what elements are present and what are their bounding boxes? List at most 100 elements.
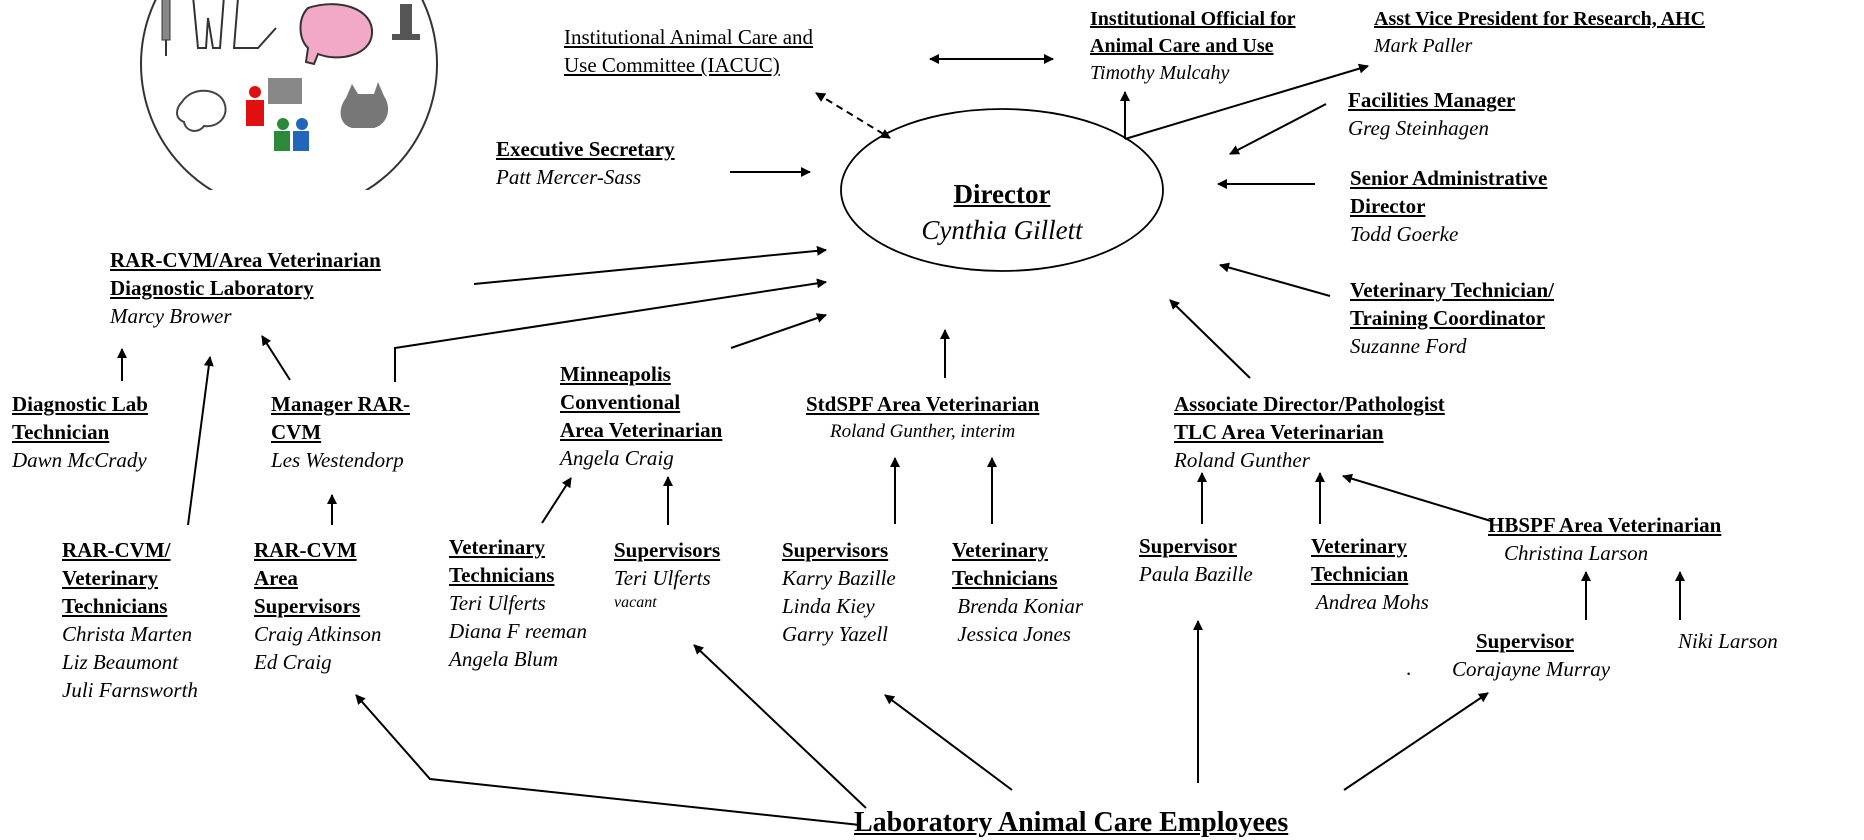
tlc-sup-name: Paula Bazille — [1139, 562, 1253, 586]
training-title1: Veterinary Technician/ — [1350, 278, 1554, 302]
employees-label: Laboratory Animal Care Employees — [854, 807, 1289, 838]
training-title2: Training Coordinator — [1350, 306, 1546, 330]
rar-sup-title1: RAR-CVM — [254, 538, 357, 562]
training-name: Suzanne Ford — [1350, 334, 1467, 358]
rar-sup-title3: Supervisors — [254, 594, 361, 618]
hbspf-title: HBSPF Area Veterinarian — [1488, 513, 1722, 537]
stdspf-sup-name-2: Linda Kiey — [782, 594, 875, 618]
mpls-sup-note: vacant — [614, 594, 657, 611]
employees-mplssup-arrow — [693, 644, 867, 809]
training-coord-node: Veterinary Technician/ Training Coordina… — [1350, 276, 1554, 360]
senior-admin-title1: Senior Administrative — [1350, 166, 1548, 190]
mpls-title3: Area Veterinarian — [560, 418, 723, 442]
facilities-node: Facilities Manager Greg Steinhagen — [1348, 86, 1515, 142]
tlc-sup-title: Supervisor — [1139, 534, 1238, 558]
asst-vp-node: Asst Vice President for Research, AHC Ma… — [1374, 6, 1705, 60]
hbspf-node: HBSPF Area Veterinarian Christina Larson — [1488, 511, 1721, 567]
rar-cvm-area-vet-node: RAR-CVM/Area Veterinarian Diagnostic Lab… — [110, 246, 381, 330]
lab-animal-logo — [140, 0, 438, 190]
hbspf-sup-title: Supervisor — [1476, 629, 1575, 653]
exec-sec-name: Patt Mercer-Sass — [496, 165, 642, 189]
tlc-tech-name: Andrea Mohs — [1311, 590, 1429, 614]
figure-outline-icon — [192, 0, 277, 49]
director-name: Cynthia Gillett — [921, 215, 1083, 245]
tlc-tech-node: Veterinary Technician Andrea Mohs — [1311, 532, 1429, 616]
rar-sup-name-1: Craig Atkinson — [254, 622, 382, 646]
tlc-sup-node: Supervisor Paula Bazille — [1139, 532, 1253, 588]
diag-lab-tech-node: Diagnostic Lab Technician Dawn McCrady — [12, 390, 148, 474]
frog-icon — [176, 89, 227, 132]
manager-rar-name: Les Westendorp — [271, 448, 404, 472]
training-director-arrow — [1219, 262, 1331, 297]
inst-official-title1: Institutional Official for — [1090, 8, 1296, 30]
iacuc-node: Institutional Animal Care and Use Commit… — [564, 23, 813, 79]
mpls-techs-name-1: Teri Ulferts — [449, 591, 546, 615]
mplstechs-angela-arrow — [541, 477, 572, 524]
hbspf-sup-node: Supervisor Corajayne Murray — [1452, 627, 1610, 683]
senior-admin-name: Todd Goerke — [1350, 222, 1459, 246]
rar-area-sup-node: RAR-CVM Area Supervisors Craig Atkinson … — [254, 536, 381, 676]
rar-techs-title1: RAR-CVM/ — [62, 538, 171, 562]
senior-admin-node: Senior Administrative Director Todd Goer… — [1350, 164, 1547, 248]
diag-tech-name: Dawn McCrady — [12, 448, 147, 472]
rartechs-marcy-arrow — [187, 356, 214, 526]
director-title: Director — [953, 179, 1051, 209]
rar-area-vet-title2: Diagnostic Laboratory — [110, 276, 314, 300]
assocdir-director-arrow — [1169, 299, 1251, 379]
stdspf-sup-title: Supervisors — [782, 538, 889, 562]
mpls-name: Angela Craig — [560, 446, 674, 470]
mpls-techs-title1: Veterinary — [449, 535, 546, 559]
hbspf-tech-node: Niki Larson — [1612, 627, 1778, 655]
rar-techs-name-3: Juli Farnsworth — [62, 678, 198, 702]
stdspf-techs-name-2: Jessica Jones — [952, 622, 1071, 646]
iacuc-director-dashed-arrow — [815, 92, 891, 139]
stdspf-title: StdSPF Area Veterinarian — [806, 392, 1040, 416]
rar-techs-name-1: Christa Marten — [62, 622, 193, 646]
hbspf-sup-name: Corajayne Murray — [1452, 657, 1611, 681]
asst-vp-name: Mark Paller — [1374, 35, 1473, 57]
rar-area-vet-title1: RAR-CVM/Area Veterinarian — [110, 248, 381, 272]
iacuc-line2: Use Committee (IACUC) — [564, 53, 780, 77]
stdspf-sup-node: Supervisors Karry Bazille Linda Kiey Gar… — [782, 536, 896, 648]
exec-sec-node: Executive Secretary Patt Mercer-Sass — [496, 135, 675, 191]
assoc-dir-title2: TLC Area Veterinarian — [1174, 420, 1384, 444]
mpls-director-arrow — [730, 313, 827, 349]
mpls-techs-title2: Technicians — [449, 563, 555, 587]
stdspf-techs-node: Veterinary Technicians Brenda Koniar Jes… — [952, 536, 1083, 648]
mpls-title1: Minneapolis — [560, 362, 671, 386]
stdspf-sup-name-1: Karry Bazille — [782, 566, 896, 590]
mpls-title2: Conventional — [560, 390, 681, 414]
mpls-sup-name: Teri Ulferts — [614, 566, 711, 590]
employees-stdspf-arrow — [884, 694, 1013, 791]
facilities-title: Facilities Manager — [1348, 88, 1516, 112]
rar-techs-title3: Technicians — [62, 594, 168, 618]
diag-tech-title2: Technician — [12, 420, 110, 444]
manager-rar-node: Manager RAR- CVM Les Westendorp — [271, 390, 410, 474]
rar-techs-title2: Veterinary — [62, 566, 159, 590]
hbspf-name: Christina Larson — [1504, 541, 1649, 565]
stdspf-name: Roland Gunther, interim — [830, 421, 1016, 442]
cat-icon — [340, 82, 389, 128]
microscope-icon — [392, 4, 420, 40]
syringe-icon — [161, 0, 171, 56]
employees-hbspf-arrow — [1343, 692, 1489, 791]
stdspf-node: StdSPF Area Veterinarian Roland Gunther,… — [806, 390, 1039, 446]
manager-rar-title2: CVM — [271, 420, 322, 444]
stdspf-techs-title2: Technicians — [952, 566, 1058, 590]
director-node: Director Cynthia Gillett — [841, 176, 1163, 248]
tlc-tech-title1: Veterinary — [1311, 534, 1408, 558]
assoc-dir-node: Associate Director/Pathologist TLC Area … — [1174, 390, 1445, 474]
inst-official-node: Institutional Official for Animal Care a… — [1090, 6, 1296, 87]
mpls-techs-name-2: Diana F reeman — [449, 619, 588, 643]
iacuc-line1: Institutional Animal Care and — [564, 25, 814, 49]
director-asstvp-arrow — [1124, 63, 1369, 140]
rar-sup-title2: Area — [254, 566, 298, 590]
inst-official-name: Timothy Mulcahy — [1090, 62, 1230, 84]
manager-marcy-arrow — [261, 335, 291, 381]
facilities-name: Greg Steinhagen — [1348, 116, 1489, 140]
mpls-vet-techs-node: Veterinary Technicians Teri Ulferts Dian… — [449, 533, 587, 673]
hbspf-tech-name: Niki Larson — [1678, 629, 1778, 653]
manager-director-arrow — [394, 278, 827, 382]
rar-sup-name-2: Ed Craig — [254, 650, 332, 674]
